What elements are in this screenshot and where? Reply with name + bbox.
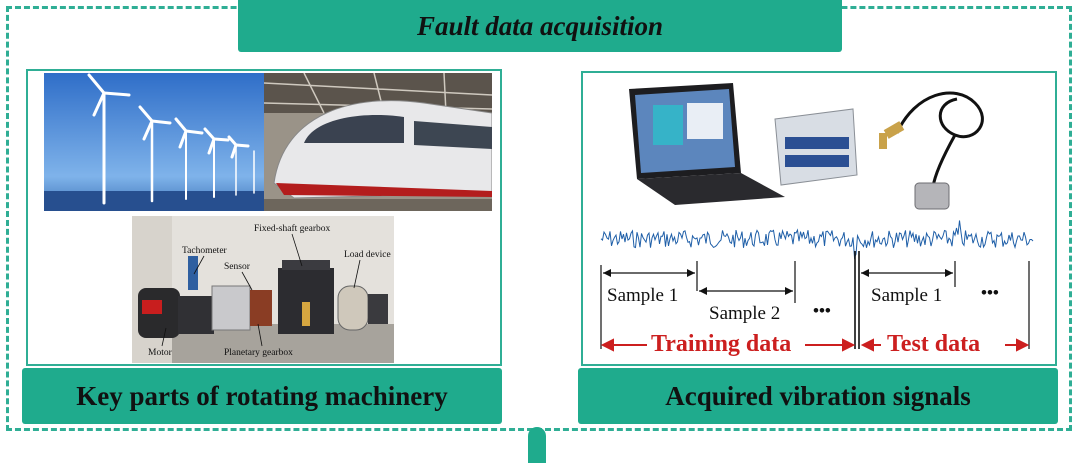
label-planetary-gearbox: Planetary gearbox: [224, 348, 293, 358]
test-ellipsis: •••: [981, 283, 999, 302]
signal-annotations: [600, 220, 1034, 352]
laptop-daq-image: [625, 79, 861, 211]
label-sensor: Sensor: [224, 262, 250, 272]
vibration-signal-figure: Sample 1 Sample 2 ••• Sample 1 ••• Train…: [597, 217, 1043, 365]
train-ellipsis: •••: [813, 301, 831, 320]
train-sample-1-label: Sample 1: [607, 285, 679, 306]
train-sample-2-label: Sample 2: [709, 303, 781, 324]
label-tachometer: Tachometer: [182, 246, 227, 256]
label-motor: Motor: [148, 348, 172, 358]
label-load-device: Load device: [344, 250, 391, 260]
vibration-waveform: [600, 220, 1034, 260]
page-title: Fault data acquisition: [238, 0, 842, 52]
wind-turbines-image: [44, 73, 264, 211]
machinery-caption: Key parts of rotating machinery: [22, 368, 502, 424]
accelerometer-sensor-image: [875, 83, 995, 211]
test-bench-image: Fixed-shaft gearbox Tachometer Sensor Lo…: [132, 216, 394, 363]
vibration-panel: Sample 1 Sample 2 ••• Sample 1 ••• Train…: [581, 71, 1057, 366]
vibration-caption: Acquired vibration signals: [578, 368, 1058, 424]
training-data-label: Training data: [651, 331, 792, 357]
label-leader-lines: [161, 233, 361, 347]
machinery-panel: Fixed-shaft gearbox Tachometer Sensor Lo…: [26, 69, 502, 366]
test-sample-1-label: Sample 1: [871, 285, 943, 306]
label-fixed-shaft-gearbox: Fixed-shaft gearbox: [254, 224, 331, 234]
high-speed-train-image: [264, 73, 492, 211]
test-data-label: Test data: [887, 331, 981, 357]
bottom-connector-tab: [528, 427, 546, 463]
